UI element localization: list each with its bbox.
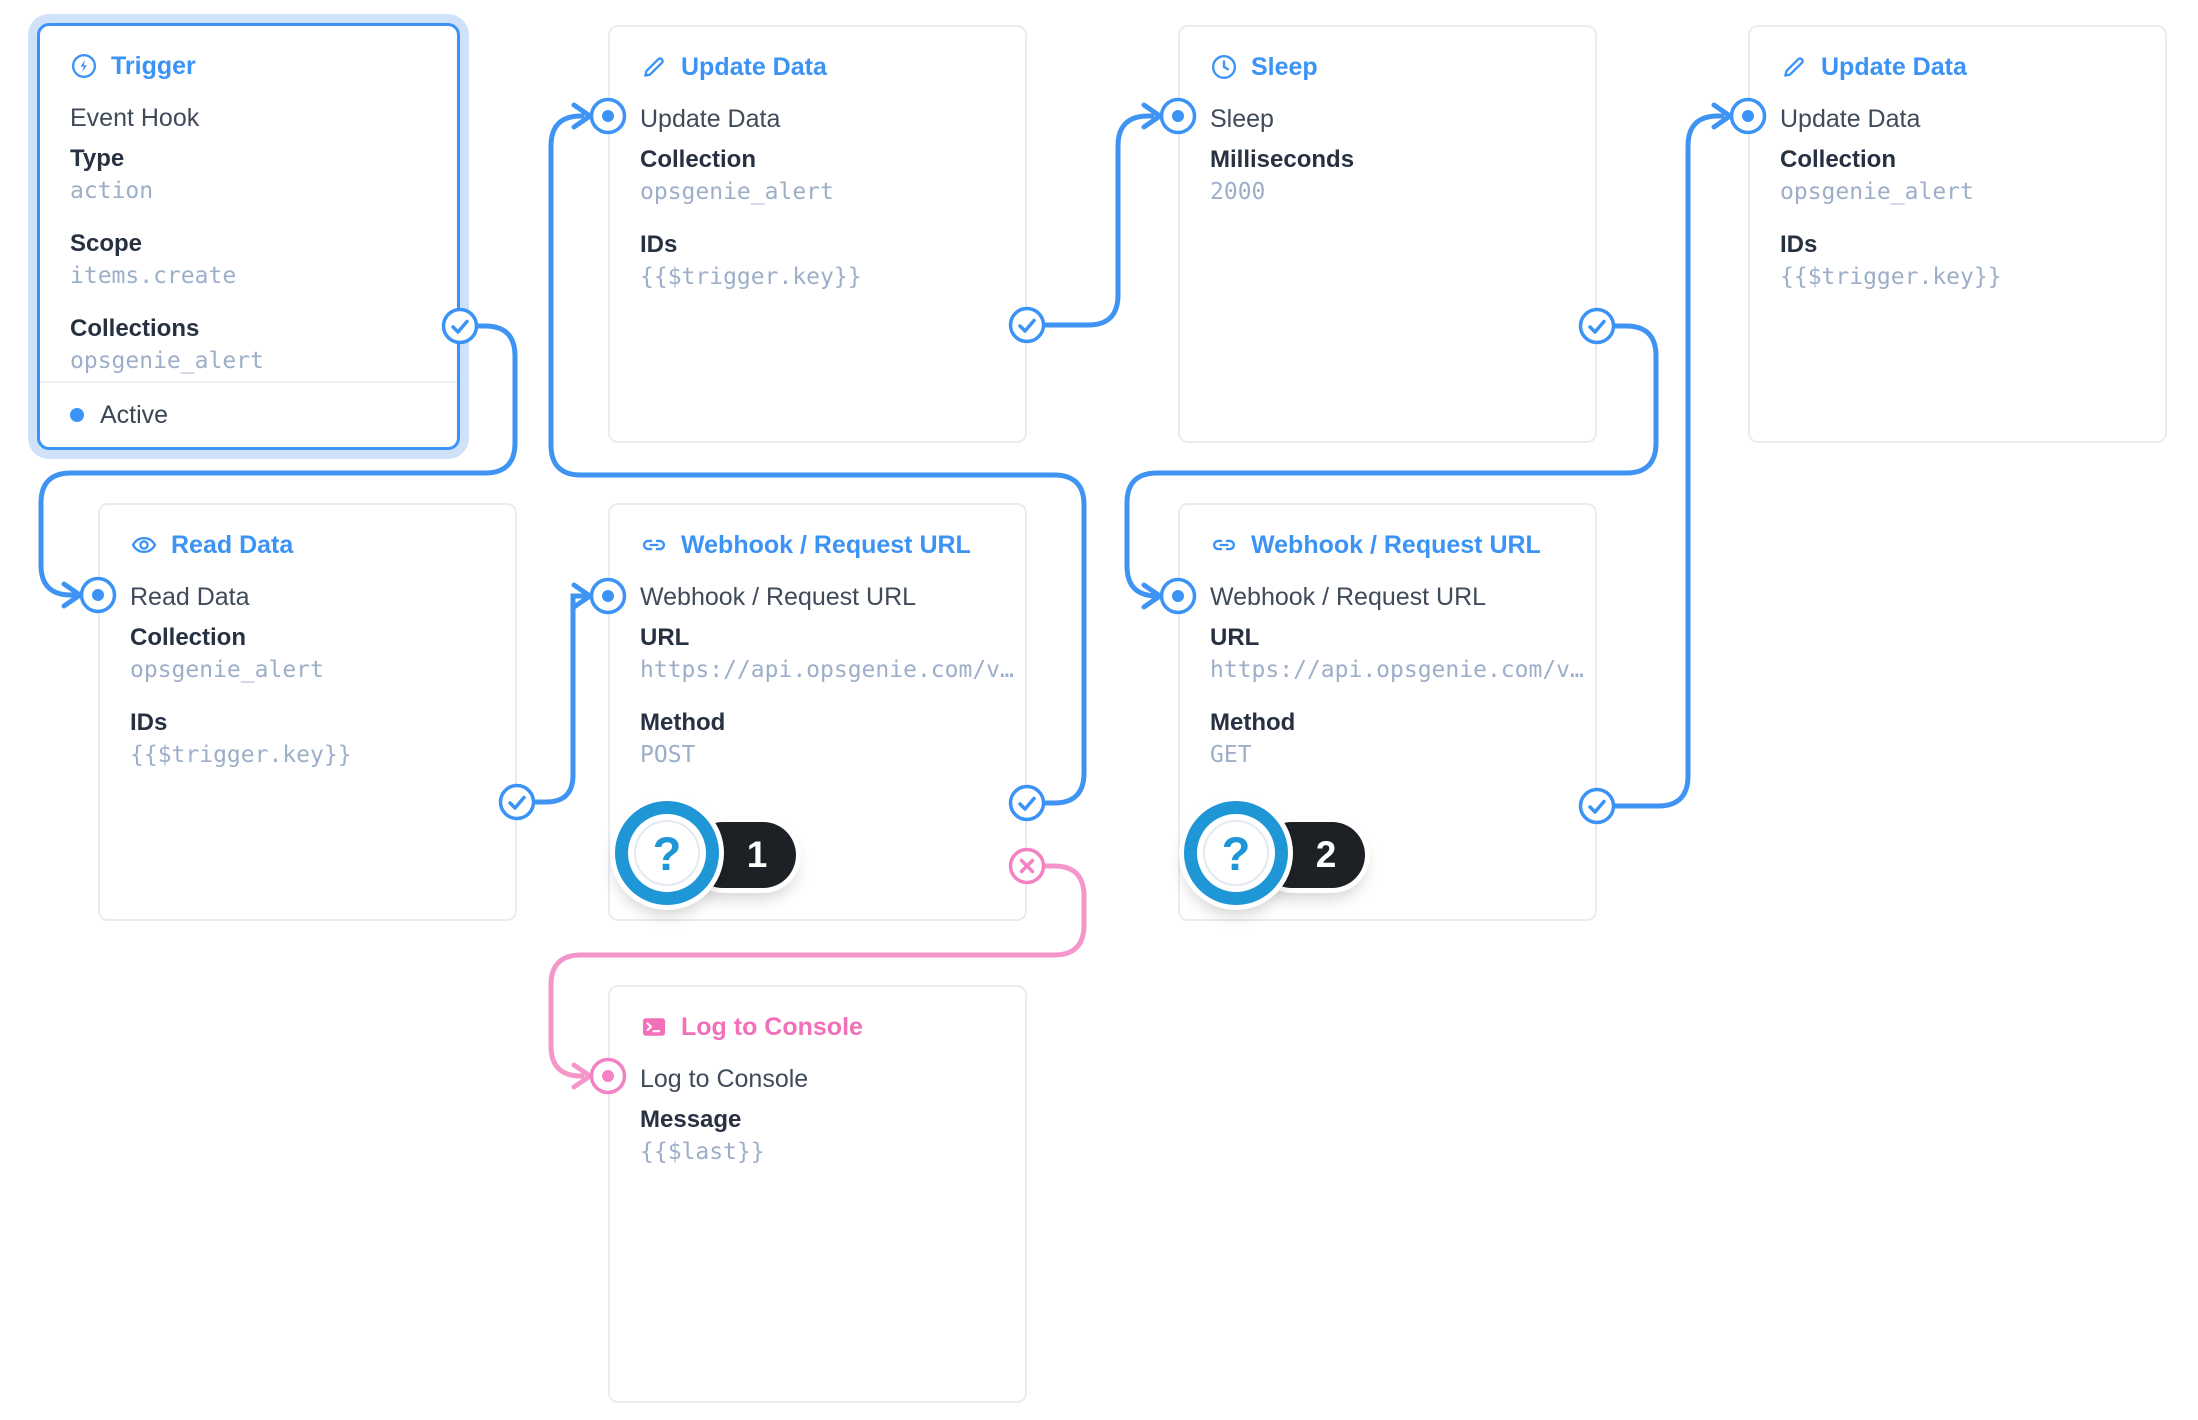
wire-webhook-2-to-update-data-2 bbox=[1611, 102, 1733, 809]
question-mark-icon: ? bbox=[615, 801, 719, 905]
node-name: Update Data bbox=[1780, 105, 1921, 133]
node-trigger[interactable]: Trigger Event Hook Type action Scope ite… bbox=[37, 23, 460, 450]
node-field: Collection opsgenie_alert bbox=[640, 146, 834, 205]
node-field: IDs {{$trigger.key}} bbox=[640, 231, 862, 290]
node-name: Log to Console bbox=[640, 1065, 809, 1093]
active-status-dot bbox=[70, 408, 84, 422]
node-field: URL https://api.opsgenie.com/v… bbox=[640, 624, 1014, 683]
node-name: Webhook / Request URL bbox=[640, 583, 917, 611]
node-title-row: Sleep bbox=[1210, 52, 1565, 82]
pencil-icon bbox=[1780, 53, 1808, 81]
node-update-data-2[interactable]: Update Data Update Data Collection opsge… bbox=[1748, 25, 2167, 443]
node-field: Milliseconds 2000 bbox=[1210, 146, 1355, 205]
node-title: Trigger bbox=[111, 52, 196, 80]
node-field: Collection opsgenie_alert bbox=[1780, 146, 1974, 205]
node-title: Webhook / Request URL bbox=[681, 531, 971, 559]
node-title-row: Update Data bbox=[1780, 52, 2135, 82]
node-name: Event Hook bbox=[70, 104, 200, 132]
node-title: Sleep bbox=[1251, 53, 1318, 81]
terminal-icon bbox=[640, 1013, 668, 1041]
node-field: Method GET bbox=[1210, 709, 1296, 768]
eye-icon bbox=[130, 531, 158, 559]
link-icon bbox=[640, 531, 668, 559]
node-field: IDs {{$trigger.key}} bbox=[130, 709, 352, 768]
node-title-row: Webhook / Request URL bbox=[640, 530, 995, 560]
unresolved-badge-webhook-2[interactable]: 2 ? bbox=[1184, 801, 1365, 909]
node-title-row: Trigger bbox=[70, 51, 427, 81]
node-title-row: Update Data bbox=[640, 52, 995, 82]
node-name: Sleep bbox=[1210, 105, 1274, 133]
question-mark-icon: ? bbox=[1184, 801, 1288, 905]
node-name: Read Data bbox=[130, 583, 250, 611]
node-field: Scope items.create bbox=[70, 230, 237, 289]
node-field: URL https://api.opsgenie.com/v… bbox=[1210, 624, 1584, 683]
node-title: Read Data bbox=[171, 531, 294, 559]
node-title-row: Read Data bbox=[130, 530, 485, 560]
wire-read-data-to-webhook-1 bbox=[531, 582, 593, 805]
node-title: Webhook / Request URL bbox=[1251, 531, 1541, 559]
arrowhead bbox=[571, 582, 593, 610]
arrowhead bbox=[1711, 102, 1733, 130]
link-icon bbox=[1210, 531, 1238, 559]
arrowhead bbox=[571, 102, 593, 130]
node-title: Update Data bbox=[1821, 53, 1967, 81]
node-sleep[interactable]: Sleep Sleep Milliseconds 2000 bbox=[1178, 25, 1597, 443]
arrowhead bbox=[61, 581, 83, 609]
active-status-label: Active bbox=[100, 400, 169, 429]
wire-update-data-1-to-sleep bbox=[1041, 102, 1163, 328]
node-read-data[interactable]: Read Data Read Data Collection opsgenie_… bbox=[98, 503, 517, 921]
node-field: Collection opsgenie_alert bbox=[130, 624, 324, 683]
node-field: Type action bbox=[70, 145, 154, 204]
node-title: Update Data bbox=[681, 53, 827, 81]
node-title-row: Webhook / Request URL bbox=[1210, 530, 1565, 560]
node-field: Collections opsgenie_alert bbox=[70, 315, 264, 374]
node-field: Message {{$last}} bbox=[640, 1106, 765, 1165]
arrowhead bbox=[571, 1062, 593, 1090]
node-log-to-console[interactable]: Log to Console Log to Console Message {{… bbox=[608, 985, 1027, 1403]
trigger-status: Active bbox=[40, 381, 457, 447]
node-field: IDs {{$trigger.key}} bbox=[1780, 231, 2002, 290]
node-update-data-1[interactable]: Update Data Update Data Collection opsge… bbox=[608, 25, 1027, 443]
arrowhead bbox=[1141, 102, 1163, 130]
unresolved-badge-webhook-1[interactable]: 1 ? bbox=[615, 801, 796, 909]
node-name: Webhook / Request URL bbox=[1210, 583, 1487, 611]
bolt-circle-icon bbox=[70, 52, 98, 80]
pencil-icon bbox=[640, 53, 668, 81]
node-title-row: Log to Console bbox=[640, 1012, 995, 1042]
node-name: Update Data bbox=[640, 105, 781, 133]
arrowhead bbox=[1141, 582, 1163, 610]
node-field: Method POST bbox=[640, 709, 726, 768]
clock-icon bbox=[1210, 53, 1238, 81]
node-title: Log to Console bbox=[681, 1013, 863, 1041]
